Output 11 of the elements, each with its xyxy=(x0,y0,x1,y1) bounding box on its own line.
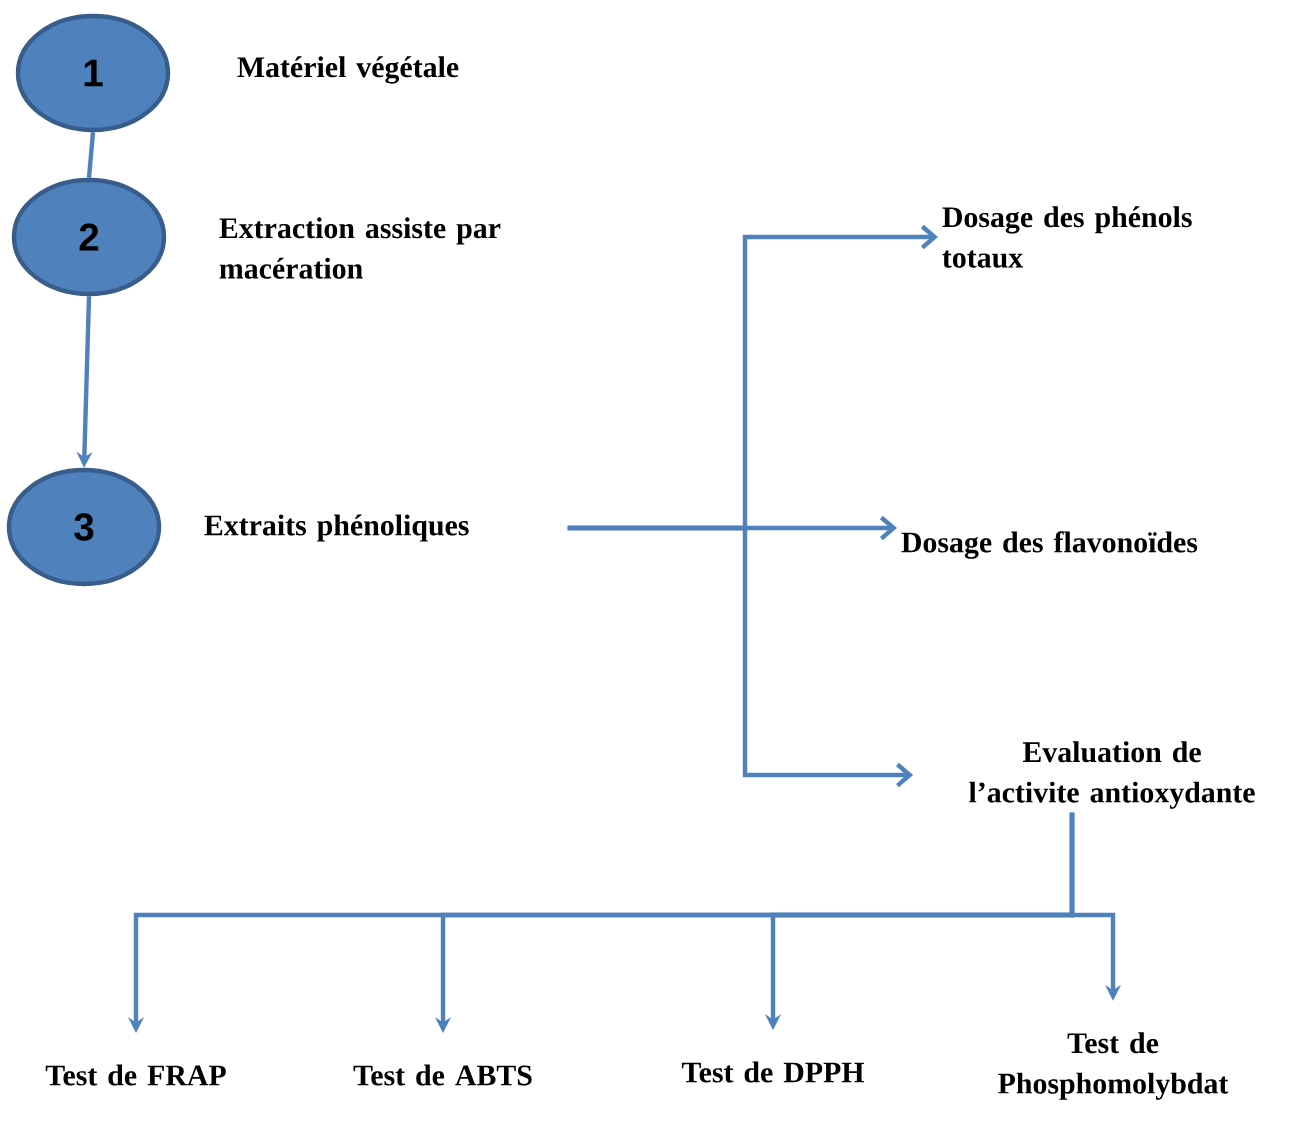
step-label: Extraits phénoliques xyxy=(204,514,469,542)
step-label: Extraction assiste par macération xyxy=(219,217,501,279)
step-label: Test de Phosphomolybdat xyxy=(998,1032,1229,1100)
arrow xyxy=(567,525,914,788)
step-label: Evaluation de l’activite antioxydante xyxy=(969,741,1255,809)
step-label: Test de ABTS xyxy=(353,1064,532,1086)
step-label: Test de DPPH xyxy=(681,1061,865,1083)
step-label: Dosage des phénols totaux xyxy=(942,206,1192,268)
step-label: Test de FRAP xyxy=(45,1064,226,1086)
step-label: Dosage des flavonoïdes xyxy=(901,531,1198,559)
step-label: Matériel végétale xyxy=(237,56,459,84)
